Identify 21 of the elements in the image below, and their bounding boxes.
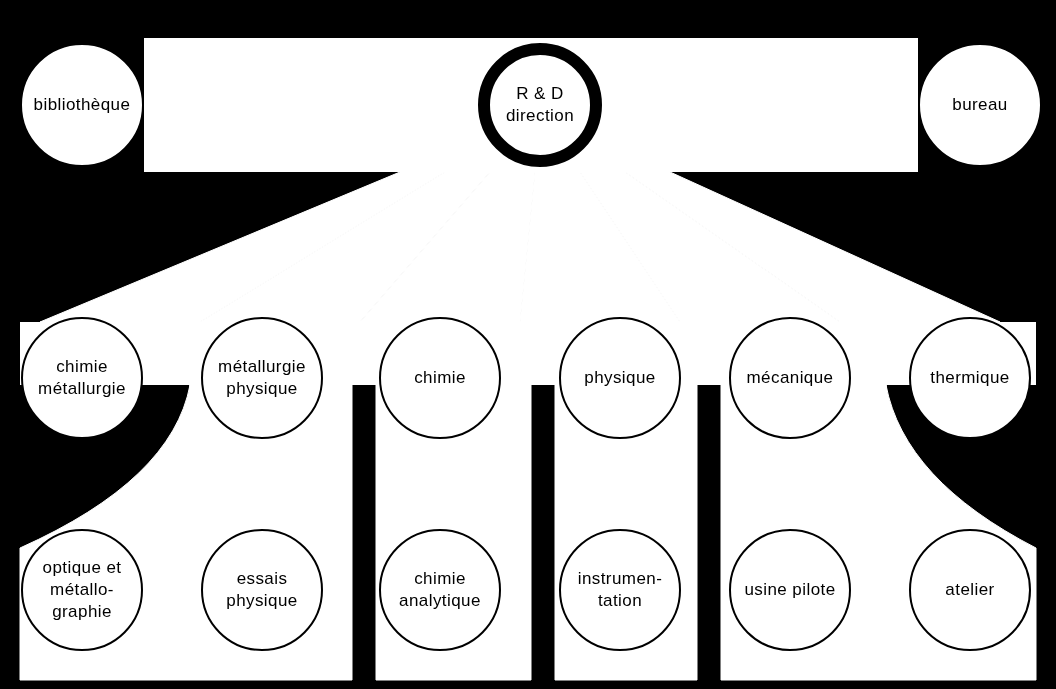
connector-band [39, 171, 446, 323]
unit-label: usine pilote [743, 579, 837, 601]
unit-label: bibliothèque [32, 94, 132, 116]
connector-band [199, 171, 491, 323]
unit-label: essais physique [225, 568, 299, 612]
unit-label: métallurgie physique [217, 356, 307, 400]
unit-label: bureau [951, 94, 1009, 116]
connector-band [579, 171, 841, 323]
connector-band [624, 171, 1001, 323]
unit-label: optique et métallo- graphie [41, 557, 123, 623]
unit-label: thermique [929, 367, 1011, 389]
unit-label: chimie [413, 367, 467, 389]
unit-label: atelier [944, 579, 996, 601]
unit-label: mécanique [745, 367, 835, 389]
unit-label: physique [583, 367, 657, 389]
unit-label: chimie métallurgie [37, 356, 127, 400]
connector-band [359, 171, 536, 323]
unit-label: R & D direction [504, 83, 576, 127]
unit-label: instrumen- tation [576, 568, 664, 612]
unit-label: chimie analytique [398, 568, 482, 612]
connector-band [519, 171, 681, 323]
